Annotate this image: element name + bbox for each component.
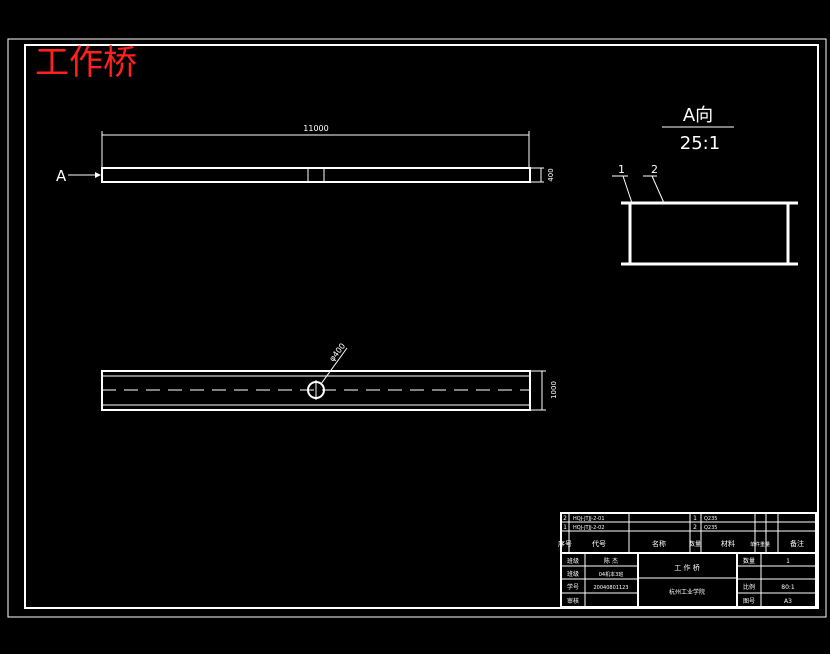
header-unit-weight: 单件重量: [750, 541, 770, 548]
part-row-2-code: HQJ-JTJJ-2-01: [573, 516, 605, 522]
part-row-1-no: 1: [563, 524, 567, 531]
qty-label: 数量: [743, 557, 755, 565]
front-view: φ400 1000: [101, 341, 558, 411]
part-row-1-qty: 2: [693, 524, 697, 531]
class-value: 04机本3班: [599, 571, 624, 578]
length-dimension: 11000: [303, 124, 328, 133]
detail-scale: 25:1: [680, 133, 720, 154]
header-remark: 备注: [790, 539, 804, 548]
review-label: 审核: [567, 597, 579, 605]
drawing-title: 工 作 桥: [674, 563, 699, 572]
part-row-1-material: Q235: [704, 525, 717, 531]
height-dimension: 400: [547, 168, 555, 181]
title-block: 2 HQJ-JTJJ-2-01 1 Q235 1 HQJ-JTJJ-2-02 2…: [558, 512, 817, 608]
top-view-bar: [101, 167, 531, 183]
leader-number-1: 1: [618, 163, 625, 176]
header-qty: 数量: [689, 540, 701, 548]
leader-number-2: 2: [651, 163, 658, 176]
id-value: 20040801123: [594, 585, 629, 591]
design-value: 陈 杰: [604, 557, 618, 565]
detail-view-a: A向 25:1 1 2: [612, 105, 798, 266]
sheet-value: A3: [784, 598, 792, 605]
design-label: 班级: [567, 557, 579, 565]
width-dimension: 1000: [550, 381, 558, 399]
detail-label: A向: [683, 105, 713, 126]
hole-leader: [320, 347, 348, 385]
part-row-2-no: 2: [563, 515, 567, 522]
inner-frame: [24, 44, 819, 609]
outer-frame: [7, 38, 827, 618]
part-row-2-material: Q235: [704, 516, 717, 522]
view-label-a: A: [56, 167, 67, 185]
part-row-1-code: HQJ-JTJJ-2-02: [573, 525, 605, 531]
header-code: 代号: [592, 539, 606, 548]
scale-label: 比例: [743, 583, 755, 591]
header-seq: 序号: [558, 539, 572, 548]
top-view: 11000 400 A: [56, 124, 555, 185]
qty-value: 1: [786, 558, 790, 565]
title-mark: 工作桥: [35, 43, 137, 83]
part-row-2-qty: 1: [693, 515, 697, 522]
header-name: 名称: [652, 539, 666, 548]
header-material: 材料: [721, 539, 735, 548]
school-name: 杭州工业学院: [669, 588, 705, 596]
sheet-label: 图号: [743, 598, 755, 605]
scale-value: 80:1: [781, 584, 795, 591]
class-label: 班级: [567, 570, 579, 578]
id-label: 学号: [567, 583, 579, 591]
